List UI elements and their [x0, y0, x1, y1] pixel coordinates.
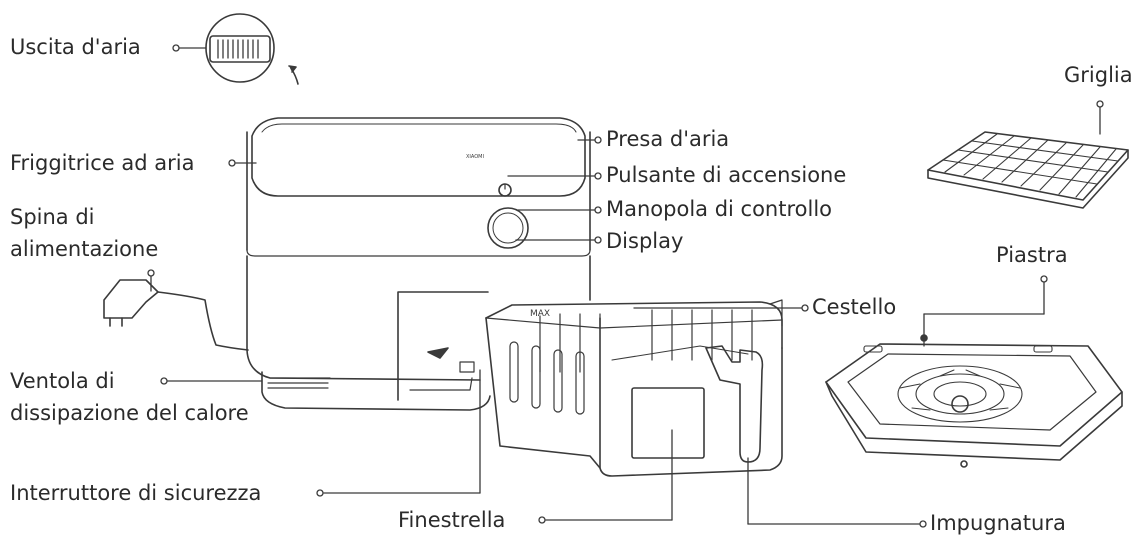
label-handle: Impugnatura	[930, 511, 1066, 535]
power-plug	[103, 279, 249, 351]
label-fan-line2: dissipazione del calore	[10, 401, 249, 425]
label-grill: Griglia	[1064, 63, 1133, 87]
air-outlet-inset	[205, 13, 299, 85]
leader-markers	[147, 44, 1104, 528]
label-power-plug-line1: Spina di	[10, 205, 95, 229]
label-plate: Piastra	[996, 243, 1068, 267]
label-display: Display	[606, 229, 684, 253]
basket-max-mark: MAX	[530, 309, 550, 319]
lid-brand-mark: XIAOMI	[466, 154, 484, 160]
label-control-knob: Manopola di controllo	[606, 197, 833, 221]
label-basket: Cestello	[812, 295, 897, 319]
label-fan-line1: Ventola di	[10, 369, 115, 393]
basket	[485, 299, 783, 477]
plate-marker	[920, 334, 928, 342]
leader-lines	[150, 47, 1101, 525]
air-fryer-body	[246, 117, 591, 411]
label-air-fryer: Friggitrice ad aria	[10, 151, 195, 175]
label-window: Finestrella	[398, 508, 506, 532]
crisper-plate	[825, 343, 1123, 468]
label-air-inlet: Presa d'aria	[606, 127, 730, 151]
label-power-button: Pulsante di accensione	[606, 163, 847, 187]
label-power-plug-line2: alimentazione	[10, 237, 159, 261]
label-safety-switch: Interruttore di sicurezza	[10, 481, 262, 505]
grill-rack	[927, 131, 1129, 209]
label-air-outlet: Uscita d'aria	[10, 35, 141, 59]
